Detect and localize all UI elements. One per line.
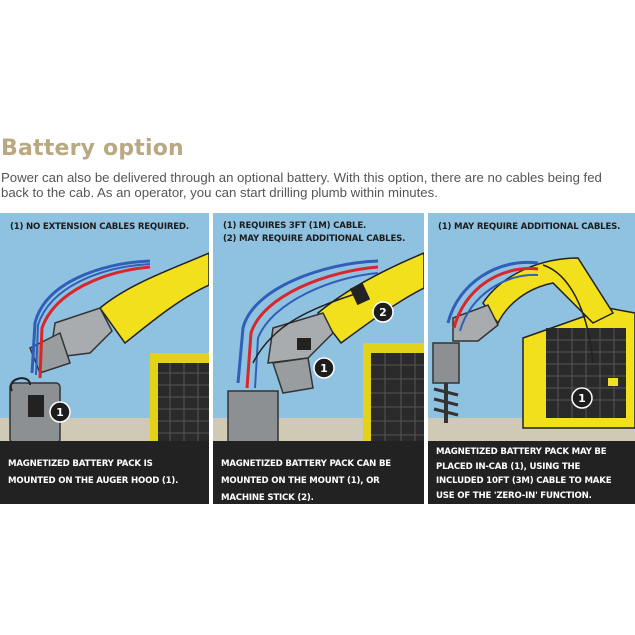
callout-marker-1: 1 [313, 357, 335, 379]
panel-note-line: (1) NO EXTENSION CABLES REQUIRED. [10, 222, 189, 232]
panel-note-line: (2) MAY REQUIRE ADDITIONAL CABLES. [223, 234, 406, 244]
caption-box: MAGNETIZED BATTERY PACK MAY BE PLACED IN… [428, 441, 635, 504]
callout-marker-1: 1 [571, 387, 593, 409]
panel-note-line: (1) REQUIRES 3FT (1M) CABLE. [223, 221, 367, 231]
skid-steer-mount-illustration [213, 213, 424, 504]
panel-notes: (1) NO EXTENSION CABLES REQUIRED. [10, 221, 200, 234]
section-heading: Battery option [1, 136, 184, 161]
svg-text:2: 2 [379, 306, 387, 319]
svg-text:1: 1 [320, 362, 328, 375]
panel-caption: MAGNETIZED BATTERY PACK MAY BE PLACED IN… [436, 447, 612, 501]
panel-caption: MAGNETIZED BATTERY PACK IS MOUNTED ON TH… [8, 459, 179, 486]
illustration-panel-mount-or-stick: (1) REQUIRES 3FT (1M) CABLE. (2) MAY REQ… [213, 213, 424, 504]
svg-text:1: 1 [56, 406, 64, 419]
intro-paragraph: Power can also be delivered through an o… [1, 170, 602, 200]
panel-caption: MAGNETIZED BATTERY PACK CAN BE MOUNTED O… [221, 459, 391, 503]
callout-marker-1: 1 [49, 401, 71, 423]
callout-marker-2: 2 [372, 301, 394, 323]
caption-box: MAGNETIZED BATTERY PACK IS MOUNTED ON TH… [0, 441, 209, 504]
panel-notes: (1) REQUIRES 3FT (1M) CABLE. (2) MAY REQ… [223, 220, 413, 246]
panel-notes: (1) MAY REQUIRE ADDITIONAL CABLES. [438, 221, 628, 234]
caption-box: MAGNETIZED BATTERY PACK CAN BE MOUNTED O… [213, 441, 424, 504]
illustration-panel-hood-mount: (1) NO EXTENSION CABLES REQUIRED. 1 MAGN… [0, 213, 209, 504]
illustration-panel-in-cab: (1) MAY REQUIRE ADDITIONAL CABLES. 1 MAG… [428, 213, 635, 504]
svg-text:1: 1 [578, 392, 586, 405]
panel-note-line: (1) MAY REQUIRE ADDITIONAL CABLES. [438, 222, 621, 232]
